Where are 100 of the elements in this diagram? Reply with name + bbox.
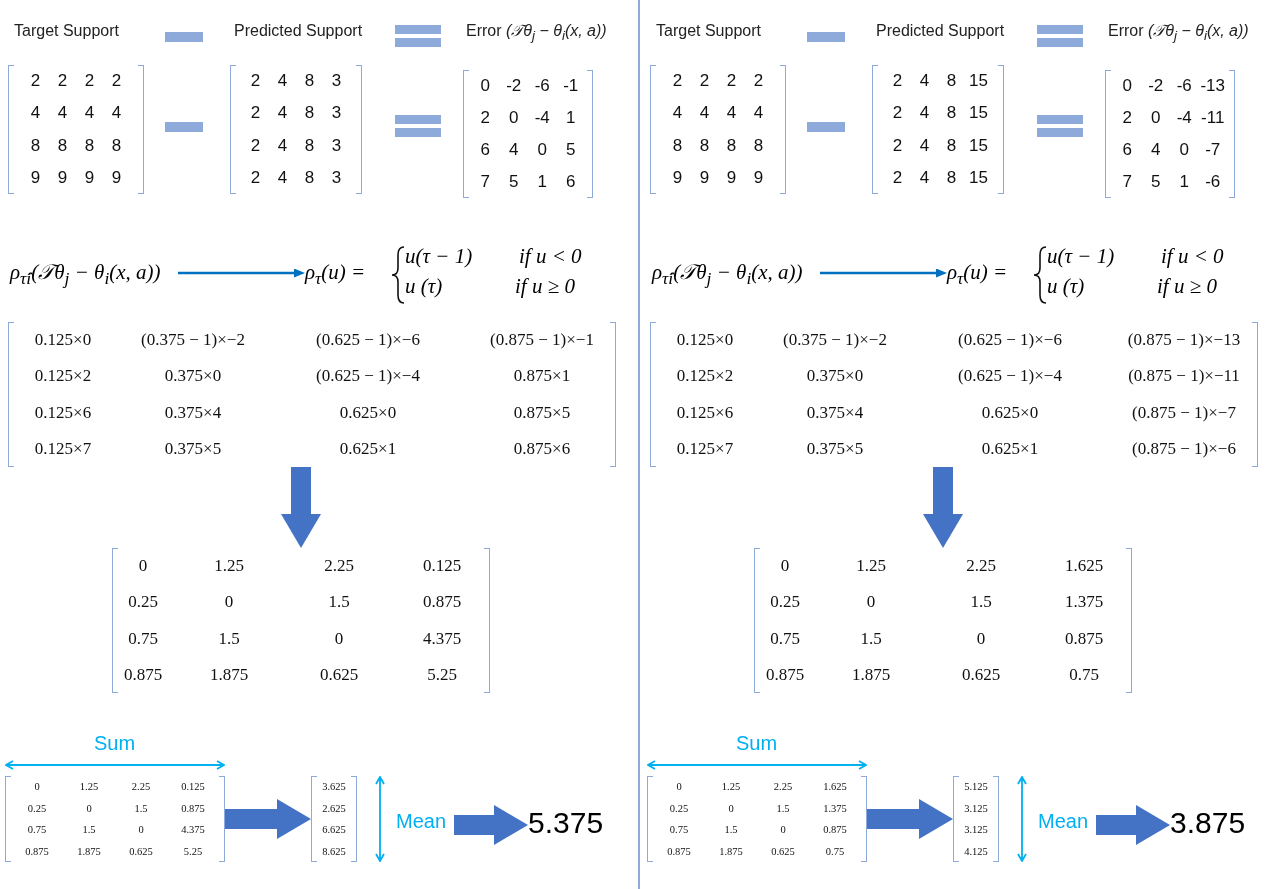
matrix-entry: 0.625×0 [338,402,398,423]
case-expression: if u < 0 [1161,244,1224,269]
matrix-entry: (0.625 − 1)×−4 [315,366,421,387]
matrix-entry: 4.375 [180,824,206,836]
matrix-entry: 8 [725,135,738,156]
matrix-heading: Target Support [656,22,761,40]
matrix-entry: 1.5 [723,824,739,836]
matrix-entry: 3 [330,103,343,124]
matrix-entry: 0 [479,76,491,96]
matrix-entry: 0 [137,824,145,836]
matrix-entry: 0.875 [822,824,848,836]
matrix-entry: 0 [1121,76,1133,96]
case-expression: if u ≥ 0 [1157,274,1217,299]
matrix-entry: 1.875 [76,845,102,857]
matrix-entry: 0.875 [764,664,806,685]
matrix-entry: 2 [110,71,123,92]
matrix-entry: 6 [479,140,491,160]
function-definition: ρ$_{τ}$(u) = [305,260,366,290]
matrix-heading: Target Support [14,22,119,40]
matrix-entry: 0.375×5 [805,438,865,459]
matrix-entry: 5 [1150,172,1162,192]
matrix-entry: 4.125 [963,845,989,857]
matrix-entry: 0.125×0 [675,330,735,351]
matrix-entry: 6 [1121,140,1133,160]
matrix-entry: 2 [1121,108,1133,128]
matrix-entry: 1.875 [718,845,744,857]
matrix-entry: 0.875 [180,802,206,814]
matrix-entry: 7 [479,172,491,192]
matrix-entry: (0.875 − 1)×−11 [1127,366,1241,387]
matrix-entry: 0.875 [1063,628,1105,649]
matrix-entry: 8 [945,71,958,92]
matrix-entry: 3.125 [963,824,989,836]
matrix-entry: 0 [223,592,235,613]
matrix-entry: 0.375×0 [163,366,223,387]
matrix-entry: 3 [330,135,343,156]
block-arrow [225,799,311,839]
matrix-entry: 0.625 [128,845,154,857]
matrix-entry: 0.875 [122,664,164,685]
matrix-entry: 0.875×1 [512,366,572,387]
matrix-entry: 1.5 [81,824,97,836]
matrix-entry: 8 [303,103,316,124]
matrix-entry: 4 [56,103,69,124]
matrix-entry: 0.875 [24,845,50,857]
matrix-entry: 0 [85,802,93,814]
matrix-entry: 8 [29,135,42,156]
matrix-heading: Error (𝒯θ$_{j}$ − θ$_{i}$(x, a)) [1108,22,1249,44]
block-arrow [923,467,963,548]
matrix-entry: -4 [533,108,551,128]
matrix-entry: 0.375×4 [805,402,865,423]
matrix-entry: -4 [1175,108,1193,128]
matrix-entry: (0.875 − 1)×−6 [1131,438,1237,459]
matrix-entry: 8 [671,135,684,156]
matrix-entry: 2 [891,71,904,92]
matrix-heading: Predicted Support [234,22,363,40]
matrix-entry: 0.625 [770,845,796,857]
matrix-entry: -6 [1175,76,1193,96]
matrix-entry: 2 [249,103,262,124]
matrix-entry: 1.375 [822,802,848,814]
matrix-entry: 2 [249,71,262,92]
matrix-entry: 3.625 [321,781,347,793]
matrix-entry: 6 [565,172,577,192]
operation-label: Mean [396,810,447,833]
matrix-entry: 4 [918,71,931,92]
matrix-entry: 4 [508,140,520,160]
matrix-entry: 3 [330,71,343,92]
matrix-entry: 0 [779,824,787,836]
matrix-entry: 3 [330,167,343,188]
matrix-entry: (0.875 − 1)×−1 [489,330,595,351]
matrix-entry: 2 [479,108,491,128]
matrix-entry: (0.625 − 1)×−6 [315,330,421,351]
matrix-entry: 0.75 [769,628,801,649]
matrix-entry: 9 [83,167,96,188]
matrix-heading: Predicted Support [876,22,1005,40]
matrix-entry: 4 [276,135,289,156]
matrix-entry: 9 [752,167,765,188]
matrix-entry: 0.75 [824,845,846,857]
matrix-entry: 4 [918,103,931,124]
matrix-entry: 0 [727,802,735,814]
matrix-entry: 0.375×4 [163,402,223,423]
matrix-entry: 0.125×2 [675,366,735,387]
matrix-entry: 0.625×0 [980,402,1040,423]
matrix-entry: 1.25 [78,781,100,793]
matrix-entry: 2 [698,71,711,92]
matrix-entry: -2 [505,76,523,96]
matrix-entry: 4 [918,167,931,188]
matrix-entry: 1 [565,108,577,128]
matrix-entry: 4 [276,103,289,124]
matrix-entry: 4 [110,103,123,124]
matrix-entry: 0.125×7 [33,438,93,459]
matrix-entry: 2 [671,71,684,92]
matrix-entry: 4 [276,167,289,188]
matrix-entry: -7 [1204,140,1222,160]
matrix-entry: (0.625 − 1)×−4 [957,366,1063,387]
matrix-entry: 0.125×6 [675,402,735,423]
matrix-entry: (0.625 − 1)×−6 [957,330,1063,351]
matrix-entry: 0.75 [127,628,159,649]
matrix-entry: -6 [1204,172,1222,192]
operation-label: Sum [94,732,136,755]
matrix-entry: -13 [1199,76,1227,96]
matrix-entry: 0 [1178,140,1190,160]
